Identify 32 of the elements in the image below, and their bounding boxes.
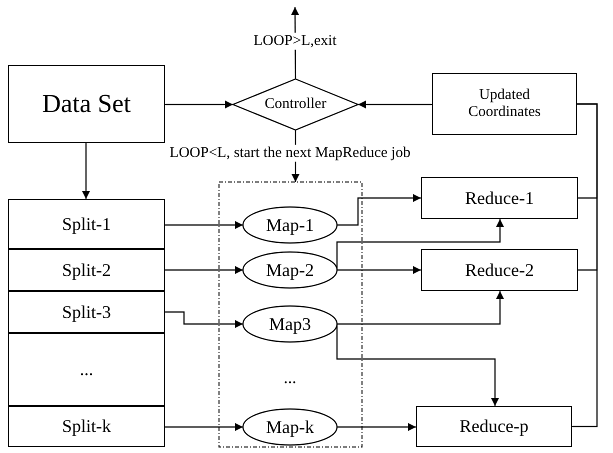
arrow [337,194,421,226]
edge-label: LOOP<L, start the next MapReduce job [168,144,412,162]
arrow [82,143,90,199]
arrow [165,311,243,328]
reduce-box: Reduce-2 [421,249,578,291]
map-ellipse: Map-2 [243,252,337,288]
map-ellipse: Map3 [243,306,337,342]
arrow [358,100,432,108]
arrow [165,221,243,229]
split-box: Split-1 [8,199,165,249]
arrow [337,291,504,325]
edge-label: LOOP>L,exit [251,32,339,50]
reduce-box: Reduce-p [416,406,572,447]
split-box: Split-3 [8,291,165,333]
decision-diamond: Controller [233,79,358,130]
split-box: Split-k [8,406,165,447]
reduce-box: Reduce-1 [421,177,578,219]
ellipsis-text: ... [284,368,296,388]
split-box: ... [8,333,165,406]
data-box: Data Set [8,65,165,143]
arrow [165,100,233,108]
arrow [336,324,499,406]
arrow [336,219,504,270]
arrow [337,266,421,274]
process-box: Updated Coordinates [432,73,577,135]
map-ellipse: Map-1 [243,207,337,243]
arrow [165,266,243,274]
arrow [165,423,243,431]
split-box: Split-2 [8,249,165,291]
group-box [219,182,362,447]
map-ellipse: Map-k [243,409,337,445]
arrow [337,423,416,431]
